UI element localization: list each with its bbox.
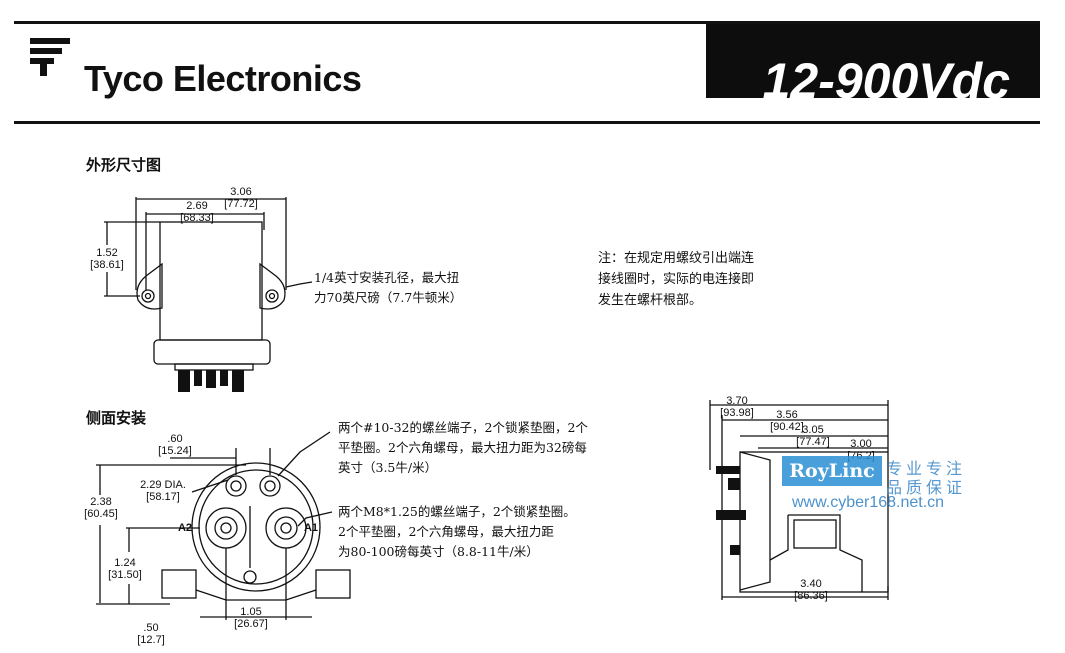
terminal-label-a1: A1 [303, 522, 319, 534]
brand-name: Tyco Electronics [84, 58, 362, 99]
thread-connection-note: 注：在规定用螺纹引出端连 接线圈时，实际的电连接即 发生在螺杆根部。 [598, 251, 755, 308]
watermark-logo: RoyLinc [782, 456, 882, 486]
small-terminal-note: 两个#10-32的螺丝端子，2个锁紧垫圈，2个 平垫圈。2个六角螺母，最大扭力距… [338, 420, 588, 475]
watermark-slogan-1: 专业专注 [886, 459, 967, 478]
dim-0-50: .50 [12.7] [137, 622, 165, 646]
dim-2-38: 2.38 [60.45] [84, 496, 118, 520]
outline-drawing-title: 外形尺寸图 [86, 156, 162, 174]
terminals-right [716, 466, 746, 555]
dim-1-24: 1.24 [31.50] [108, 557, 142, 581]
terminal-a1 [265, 507, 307, 549]
small-terminal-right [259, 475, 281, 497]
relay-cap-right [739, 451, 771, 591]
dim-3-05: 3.05 [77.47] [796, 424, 830, 448]
dim-3-56: 3.56 [90.42] [770, 409, 804, 433]
voltage-rating: 12-900Vdc [762, 53, 1010, 109]
dim-2-69: 2.69 [68.33] [180, 200, 214, 224]
dim-0-60: .60 [15.24] [158, 433, 192, 457]
dim-3-40: 3.40 [86.36] [794, 578, 828, 602]
mount-hole-left [141, 289, 155, 303]
mount-foot-right [315, 569, 351, 599]
relay-body-side [191, 462, 321, 592]
relay-body-top [159, 221, 263, 341]
side-mount-title: 侧面安装 [86, 409, 147, 427]
terminal-a2 [205, 507, 247, 549]
terminals-top [178, 370, 244, 392]
dim-1-52: 1.52 [38.61] [90, 247, 124, 271]
dim-3-06: 3.06 [77.72] [224, 186, 258, 210]
header-top-rule [14, 21, 1040, 24]
mount-flange-left [136, 262, 163, 310]
watermark-url: www.cyber168.net.cn [792, 494, 945, 511]
header-bottom-rule [14, 121, 1040, 124]
terminal-label-a2: A2 [177, 522, 193, 534]
mount-hole-right [265, 289, 279, 303]
small-terminal-left [225, 475, 247, 497]
relay-base-top [153, 339, 271, 365]
watermark-slogan-2: 品质保证 [886, 478, 967, 497]
large-terminal-note: 两个M8*1.25的螺丝端子，2个锁紧垫圈。 2个平垫圈，2个六角螺母，最大扭力… [338, 504, 576, 559]
mount-foot-left [161, 569, 197, 599]
dim-3-70: 3.70 [93.98] [720, 395, 754, 419]
mount-hole-note: 1/4英寸安装孔径，最大扭 力70英尺磅（7.7牛顿米） [314, 270, 463, 305]
relay-body-right [739, 451, 889, 593]
voltage-banner: 12-900Vdc [706, 24, 1040, 109]
coil-terminal [243, 570, 257, 584]
dim-1-05: 1.05 [26.67] [234, 606, 268, 630]
mount-flange-right [259, 262, 286, 310]
dim-2-29: 2.29 DIA. [58.17] [140, 479, 186, 503]
